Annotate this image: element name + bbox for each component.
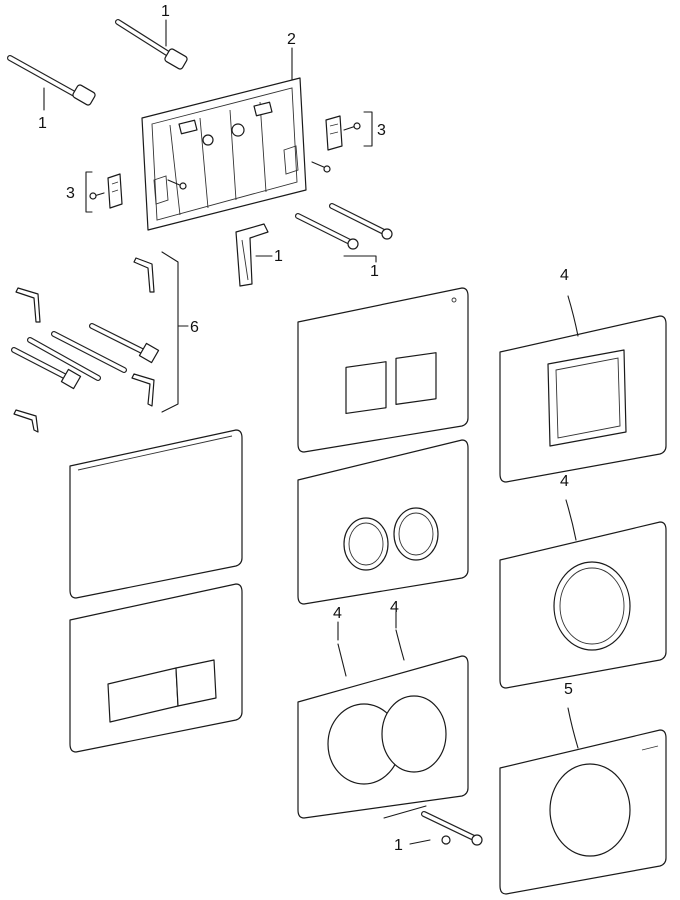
flush-plate-plain <box>69 429 243 599</box>
callout-4-right-top: 4 <box>560 267 569 284</box>
threaded-rod-top <box>115 19 188 70</box>
pneumatic-tube <box>565 499 577 541</box>
callout-4-center-b: 4 <box>390 599 399 616</box>
flush-plate-dual-rect <box>69 583 243 753</box>
callout-1-rods-right: 1 <box>370 263 379 280</box>
pneumatic-tube <box>567 295 579 337</box>
callout-2-frame: 2 <box>287 31 296 48</box>
flush-plate-round-ring <box>499 729 667 895</box>
pneumatic-tube <box>337 629 405 677</box>
flush-plate-dual-square <box>297 287 469 453</box>
leader-line <box>383 805 431 845</box>
callout-1-rod-top: 1 <box>161 3 170 20</box>
threaded-rod-left <box>7 55 96 106</box>
kit-brace <box>161 251 179 413</box>
callout-4-right-mid: 4 <box>560 473 569 490</box>
screw-small <box>311 161 331 173</box>
leader-line <box>343 255 377 263</box>
callout-5-right-bottom: 5 <box>564 681 573 698</box>
mounting-frame <box>141 77 307 231</box>
callout-3-left: 3 <box>66 185 75 202</box>
mounting-kit <box>11 257 160 433</box>
callout-3-right: 3 <box>377 122 386 139</box>
flush-plate-large-dual-round <box>297 655 469 819</box>
adjustment-bracket-right <box>325 115 361 151</box>
adjustment-bracket-left <box>89 173 123 209</box>
flush-plate-dual-round <box>297 439 469 605</box>
screw-small <box>167 179 187 190</box>
bracket-brace <box>363 111 373 147</box>
callout-4-center-a: 4 <box>333 605 342 622</box>
callout-1-rod-left: 1 <box>38 115 47 132</box>
flush-plate-single-square <box>499 315 667 483</box>
callout-6-kit: 6 <box>190 319 199 336</box>
threaded-rod-pair <box>295 203 393 250</box>
callout-1-clip: 1 <box>274 248 283 265</box>
pneumatic-tube <box>567 707 579 749</box>
threaded-rod-bottom <box>421 811 483 846</box>
clip-part <box>235 223 269 287</box>
flush-plate-single-round <box>499 521 667 689</box>
bracket-brace <box>85 171 93 213</box>
callout-1-bottom-rod: 1 <box>394 837 403 854</box>
